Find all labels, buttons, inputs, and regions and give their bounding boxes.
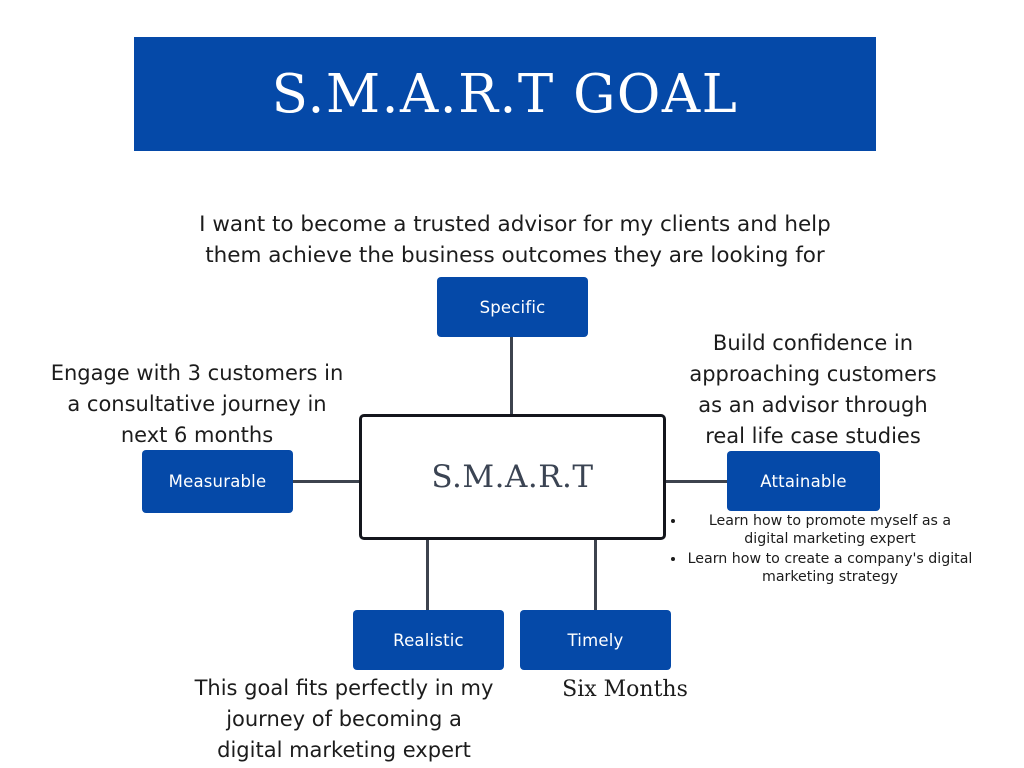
goal-statement-line-2: them achieve the business outcomes they … — [205, 243, 825, 268]
annotation-attainable-line-2: approaching customers — [689, 362, 937, 386]
node-timely-label: Timely — [567, 630, 624, 650]
annotation-attainable-line-3: as an advisor through — [698, 393, 928, 417]
node-measurable[interactable]: Measurable — [142, 450, 293, 513]
bullet-list: Learn how to promote myself as a digital… — [664, 512, 974, 586]
annotation-measurable-line-2: a consultative journey in — [67, 392, 327, 416]
annotation-realistic: This goal fits perfectly in my journey o… — [168, 673, 520, 766]
list-item: Learn how to promote myself as a digital… — [686, 512, 974, 548]
list-item: Learn how to create a company's digital … — [686, 550, 974, 586]
node-smart-center[interactable]: S.M.A.R.T — [359, 414, 666, 540]
annotation-measurable-line-1: Engage with 3 customers in — [50, 361, 344, 385]
annotation-attainable-line-4: real life case studies — [705, 424, 921, 448]
annotation-timely-line-1: Six Months — [562, 677, 688, 702]
annotation-measurable: Engage with 3 customers in a consultativ… — [34, 358, 360, 451]
annotation-attainable: Build confidence in approaching customer… — [668, 328, 958, 452]
connector-measurable-to-center — [291, 480, 361, 483]
annotation-realistic-line-1: This goal fits perfectly in my — [194, 676, 494, 700]
annotation-attainable-bullet-list: Learn how to promote myself as a digital… — [664, 512, 974, 588]
connector-timely-to-center — [594, 538, 597, 612]
page-title: S.M.A.R.T GOAL — [271, 63, 739, 125]
connector-specific-to-center — [510, 336, 513, 416]
annotation-measurable-line-3: next 6 months — [120, 423, 274, 447]
goal-statement-line-1: I want to become a trusted advisor for m… — [199, 212, 831, 237]
annotation-timely: Six Months — [530, 674, 720, 705]
node-specific-label: Specific — [479, 297, 546, 317]
node-smart-center-label: S.M.A.R.T — [431, 459, 594, 495]
title-banner: S.M.A.R.T GOAL — [134, 37, 876, 151]
node-timely[interactable]: Timely — [520, 610, 671, 670]
node-realistic[interactable]: Realistic — [353, 610, 504, 670]
annotation-attainable-line-1: Build confidence in — [712, 331, 914, 355]
annotation-realistic-line-3: digital marketing expert — [217, 738, 471, 762]
node-attainable[interactable]: Attainable — [727, 451, 880, 511]
connector-attainable-to-center — [664, 480, 729, 483]
annotation-realistic-line-2: journey of becoming a — [226, 707, 462, 731]
node-realistic-label: Realistic — [393, 630, 464, 650]
connector-realistic-to-center — [426, 538, 429, 612]
node-measurable-label: Measurable — [168, 472, 267, 491]
node-attainable-label: Attainable — [760, 471, 847, 491]
goal-statement: I want to become a trusted advisor for m… — [162, 209, 868, 271]
node-specific[interactable]: Specific — [437, 277, 588, 337]
